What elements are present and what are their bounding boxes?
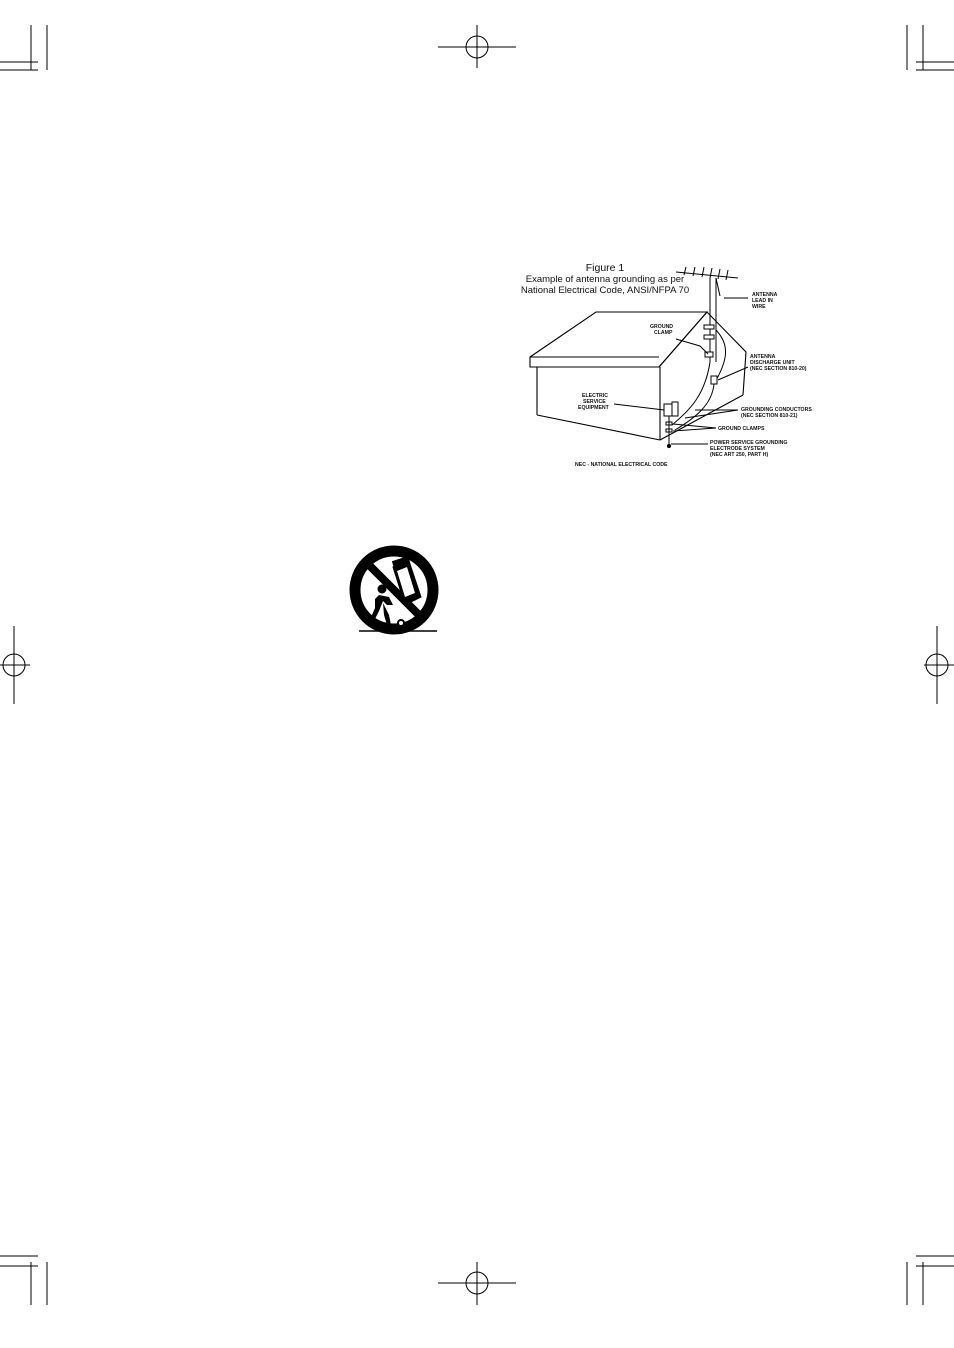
antenna-grounding-diagram: ANTENNA LEAD IN WIRE GROUND CLAMP ANTENN… — [529, 266, 812, 468]
label-antenna-lead-in-wire: LEAD IN — [752, 298, 773, 304]
figure-title: Figure 1 — [585, 262, 625, 274]
label-power-service-grounding: POWER SERVICE GROUNDING — [710, 440, 787, 446]
figure-caption: Figure 1 Example of antenna grounding as… — [480, 262, 730, 297]
label-nec-note: NEC - NATIONAL ELECTRICAL CODE — [575, 462, 668, 468]
label-antenna-lead-in-wire: ANTENNA — [752, 292, 778, 298]
portable-cart-warning-icon — [349, 545, 439, 635]
label-ground-clamp: GROUND — [650, 324, 673, 330]
registration-crosshair-icon — [438, 1262, 516, 1305]
label-antenna-discharge-unit: DISCHARGE UNIT — [750, 360, 796, 366]
label-ground-clamps: GROUND CLAMPS — [718, 426, 765, 432]
registration-crosshair-icon — [0, 626, 30, 704]
label-electric-service-equipment: EQUIPMENT — [578, 405, 610, 411]
crop-mark-icon — [906, 1255, 954, 1305]
house-outline — [529, 311, 747, 441]
registration-crosshair-icon — [924, 626, 954, 704]
figure-caption-line: Example of antenna grounding as per — [525, 274, 685, 285]
crop-mark-icon — [0, 25, 48, 71]
label-antenna-lead-in-wire: WIRE — [752, 304, 766, 310]
label-ground-clamp: CLAMP — [654, 330, 673, 336]
label-power-service-grounding: (NEC ART 250, PART H) — [710, 452, 768, 458]
figure-caption-line: National Electrical Code, ANSI/NFPA 70 — [520, 285, 690, 296]
label-power-service-grounding: ELECTRODE SYSTEM — [710, 446, 765, 452]
registration-crosshair-icon — [438, 25, 516, 68]
crop-mark-icon — [0, 1255, 48, 1305]
label-grounding-conductors: (NEC SECTION 810-21) — [741, 413, 798, 419]
crop-mark-icon — [906, 25, 954, 71]
label-electric-service-equipment: ELECTRIC — [582, 393, 608, 399]
label-antenna-discharge-unit: (NEC SECTION 810-20) — [750, 366, 807, 372]
label-electric-service-equipment: SERVICE — [583, 399, 606, 405]
antenna-icon — [675, 266, 739, 281]
label-antenna-discharge-unit: ANTENNA — [750, 354, 776, 360]
label-grounding-conductors: GROUNDING CONDUCTORS — [741, 407, 812, 413]
diagram-labels: ANTENNA LEAD IN WIRE GROUND CLAMP ANTENN… — [575, 292, 812, 468]
